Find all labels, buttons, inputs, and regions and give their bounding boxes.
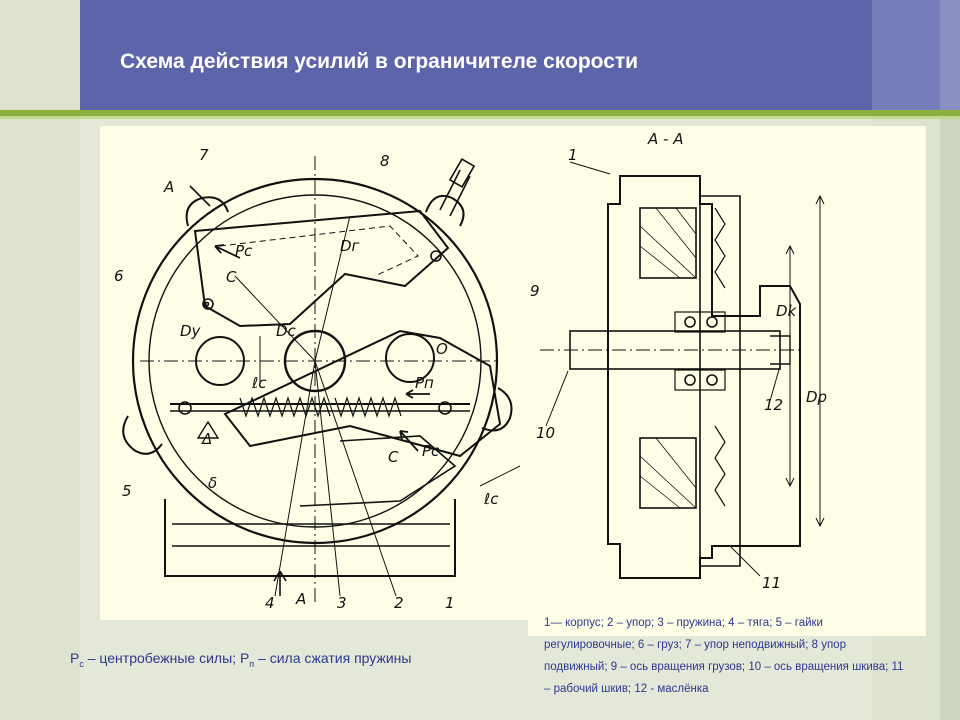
label-1: 1 <box>445 594 455 612</box>
symbol-pc-upper: Pc <box>235 242 253 260</box>
title-rule <box>0 110 960 116</box>
symbol-a-top: A <box>163 178 174 196</box>
symbol-pc-lower: Pc <box>422 442 440 460</box>
section-label: А - А <box>647 130 683 148</box>
label-11: 11 <box>762 574 781 592</box>
label-6: 6 <box>114 267 124 285</box>
title-rule-light <box>0 116 960 119</box>
pc-symbol: P <box>70 650 80 666</box>
title-bar <box>80 0 872 110</box>
left-background-band <box>0 0 80 720</box>
title-bar-accent <box>872 0 940 110</box>
label-4: 4 <box>265 594 275 612</box>
parts-legend: 1— корпус; 2 – упор; 3 – пружина; 4 – тя… <box>544 617 904 695</box>
slide-title: Схема действия усилий в ограничителе ско… <box>120 50 639 73</box>
pc-subscript: c <box>79 658 84 669</box>
symbol-dk: Dk <box>776 302 798 320</box>
pn-symbol: P <box>239 650 250 666</box>
symbol-delta-triangle: Δ <box>201 430 212 448</box>
symbol-dy: Dy <box>180 322 202 340</box>
pn-subscript: п <box>249 658 255 669</box>
drawing-panel-right <box>528 126 926 636</box>
symbol-o: O <box>436 340 448 358</box>
symbol-c-upper: C <box>226 268 237 286</box>
front-view <box>122 156 521 606</box>
label-12: 12 <box>764 396 783 414</box>
force-caption: Pc – центробежные силы; Pп – сила сжатия… <box>70 650 411 669</box>
section-view <box>540 161 825 579</box>
symbol-dp: Dp <box>806 388 827 406</box>
label-3: 3 <box>337 594 347 612</box>
title-bar-accent-2 <box>940 0 960 110</box>
symbol-delta: δ <box>208 474 217 492</box>
pc-description: – центробежные силы; <box>83 650 240 666</box>
label-7: 7 <box>199 146 209 164</box>
label-8: 8 <box>380 152 390 170</box>
symbol-a-bottom: A <box>295 590 306 608</box>
label-5: 5 <box>122 482 132 500</box>
label-2: 2 <box>394 594 404 612</box>
symbol-dc: Dc <box>276 322 297 340</box>
symbol-pn: Pп <box>415 374 434 392</box>
label-section-1: 1 <box>568 146 578 164</box>
right-background-strip <box>940 0 960 720</box>
pn-description: – сила сжатия пружины <box>254 650 412 666</box>
symbol-c-lower: C <box>388 448 399 466</box>
label-10: 10 <box>536 424 555 442</box>
speed-limiter-drawing: 7 8 9 6 5 4 3 2 1 Pc Pc Pп C C O A A Δ δ… <box>114 130 827 612</box>
symbol-dr: Dг <box>340 237 360 255</box>
symbol-lc-right: ℓc <box>483 490 499 508</box>
label-9: 9 <box>530 282 540 300</box>
symbol-lc-left: ℓc <box>251 374 267 392</box>
